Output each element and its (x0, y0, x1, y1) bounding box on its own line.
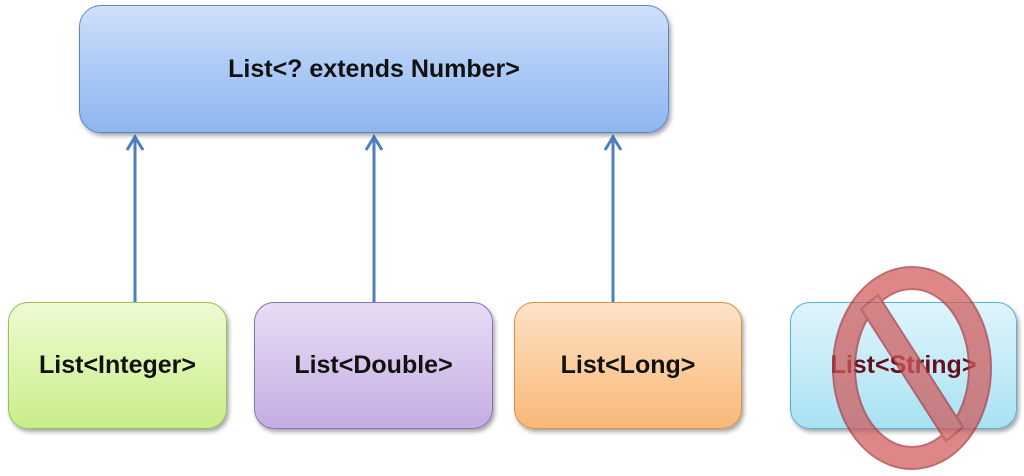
child-label-string: List<String> (830, 351, 977, 379)
child-label-double: List<Double> (294, 351, 453, 379)
arrow-long (603, 134, 623, 302)
child-box-double: List<Double> (254, 302, 493, 429)
parent-type-box: List<? extends Number> (79, 5, 669, 133)
arrow-double (364, 134, 384, 302)
child-box-long: List<Long> (514, 302, 742, 429)
arrow-integer (125, 134, 145, 302)
child-label-long: List<Long> (560, 351, 696, 379)
child-box-integer: List<Integer> (8, 302, 227, 429)
child-box-string: List<String> (790, 302, 1017, 429)
child-label-integer: List<Integer> (39, 351, 196, 379)
parent-type-label: List<? extends Number> (228, 54, 520, 83)
